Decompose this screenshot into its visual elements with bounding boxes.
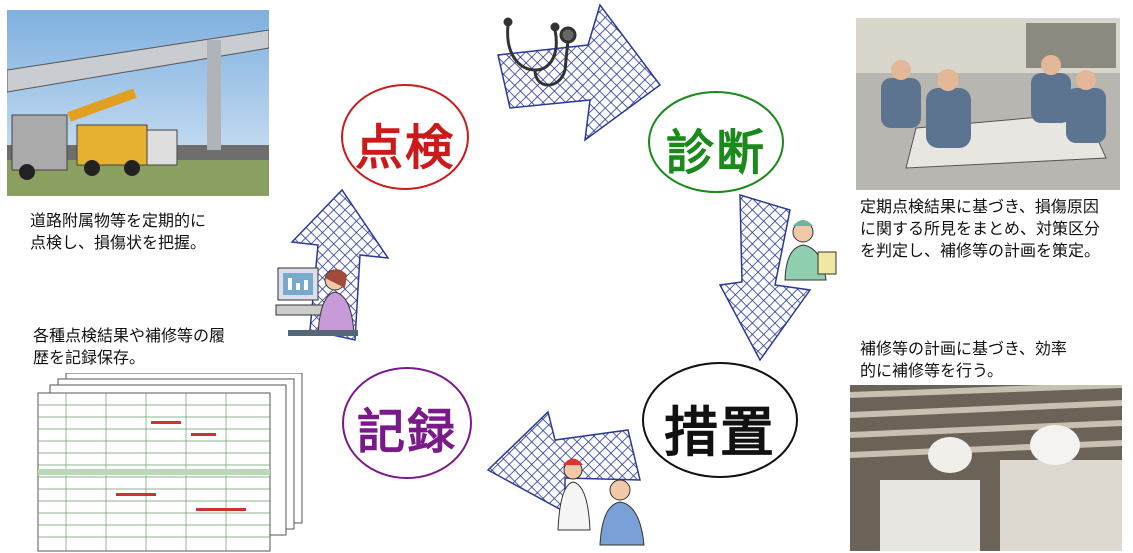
diagnosis-photo [856,18,1120,190]
arrow-diagnosis-to-measures [718,193,812,362]
measures-ellipse [642,362,798,478]
record-documents [36,373,306,553]
computer-user-icon [275,267,358,336]
measures-description: 補修等の計画に基づき、効率 的に補修等を行う。 [860,339,1067,380]
arrow-inspection-to-diagnosis [497,3,662,142]
stage-record-label: 記録 [356,404,457,460]
record-ellipse [342,367,472,479]
inspection-description: 道路附属物等を定期的に 点検し、損傷状を把握。 [30,211,207,252]
inspection-photo [7,10,269,196]
inspection-ellipse [341,84,469,190]
diagnosis-description: 定期点検結果に基づき、損傷原因 に関する所見をまとめ、対策区分 を判定し、補修等… [860,197,1101,260]
stage-diagnosis-label: 診断 [665,125,766,181]
stage-inspection-label: 点検 [354,120,455,176]
stage-measures-label: 措置 [664,401,776,464]
stethoscope-icon [503,17,577,87]
arrow-record-to-inspection [290,188,390,341]
arrow-measures-to-record [486,410,641,514]
record-description: 各種点検結果や補修等の履 歴を記録保存。 [33,326,226,367]
nurse-patient-icon [557,458,645,546]
diagnosis-ellipse [648,91,784,193]
measures-photo [850,385,1122,551]
nurse-icon [784,220,837,281]
